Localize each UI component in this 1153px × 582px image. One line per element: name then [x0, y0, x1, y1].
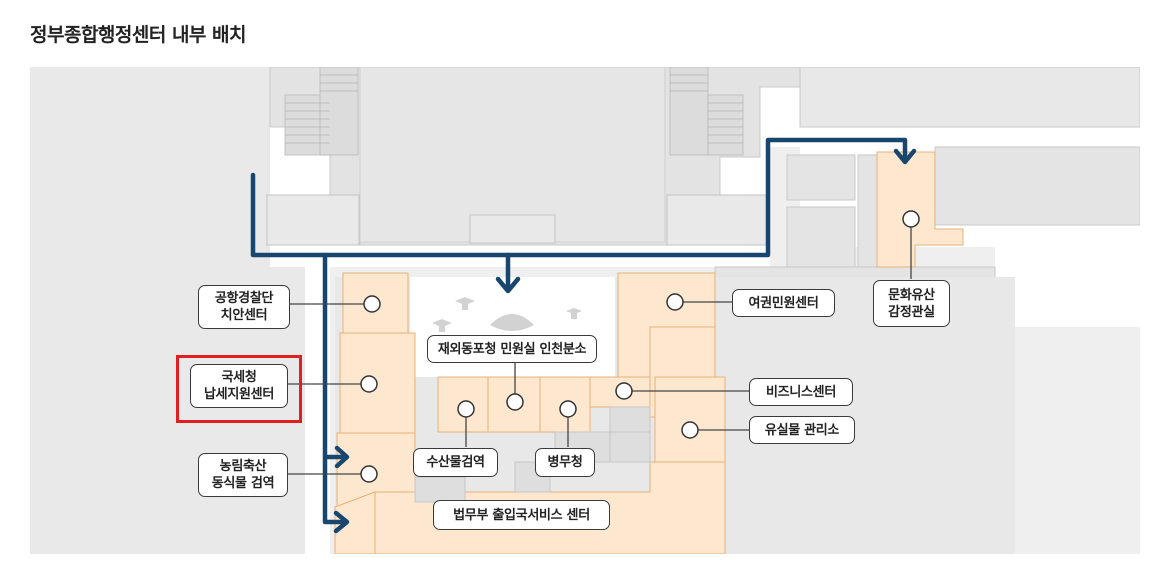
label-lost-found-line1: 유실물 관리소 [764, 422, 840, 438]
label-business-center[interactable]: 비즈니스센터 [749, 378, 853, 406]
floor-map-drawing [30, 67, 1140, 554]
label-airport-police-line1: 공항경찰단 [214, 291, 274, 306]
leader-lines [288, 219, 912, 475]
label-agri-quarantine-line2: 동식물 검역 [211, 476, 275, 491]
label-airport-police-center[interactable]: 공항경찰단 치안센터 [198, 285, 290, 329]
location-markers [360, 210, 920, 483]
terminal-building [266, 67, 801, 246]
label-passport-line1: 여권민원센터 [748, 295, 819, 311]
label-military-manpower[interactable]: 병무청 [535, 448, 595, 477]
tax-office-highlight-box [176, 355, 302, 423]
label-fisheries-line1: 수산물검역 [426, 455, 485, 470]
label-fisheries-quarantine[interactable]: 수산물검역 [413, 448, 498, 477]
floor-map: 공항경찰단 치안센터 국세청 납세지원센터 농림축산 동식물 검역 재외동포청 … [30, 67, 1140, 554]
label-heritage-line2: 감정관실 [888, 304, 935, 320]
label-overseas-koreans-office[interactable]: 재외동포청 민원실 인천분소 [427, 335, 597, 363]
label-agri-quarantine[interactable]: 농림축산 동식물 검역 [198, 453, 288, 497]
label-tax-office-line1: 국세청 [221, 370, 257, 385]
label-military-line1: 병무청 [547, 455, 583, 470]
label-heritage-line1: 문화유산 [888, 287, 935, 303]
label-passport-center[interactable]: 여권민원센터 [732, 289, 835, 317]
label-airport-police-line2: 치안센터 [220, 308, 268, 323]
label-heritage-appraisal[interactable]: 문화유산 감정관실 [873, 280, 950, 327]
label-business-line1: 비즈니스센터 [766, 384, 836, 400]
hall-decoration [432, 297, 582, 332]
route-arrows [250, 137, 917, 534]
label-immigration-center[interactable]: 법무부 출입국서비스 센터 [433, 500, 610, 530]
gray-sub-rooms [414, 406, 651, 503]
label-lost-found[interactable]: 유실물 관리소 [749, 416, 855, 444]
label-tax-office-line2: 납세지원센터 [204, 387, 274, 402]
label-immigration-line1: 법무부 출입국서비스 센터 [453, 507, 590, 523]
page-title: 정부종합행정센터 내부 배치 [30, 24, 247, 46]
label-overseas-koreans-line1: 재외동포청 민원실 인천분소 [437, 341, 587, 357]
label-tax-office-center[interactable]: 국세청 납세지원센터 [190, 364, 288, 408]
label-agri-quarantine-line1: 농림축산 [219, 459, 267, 474]
